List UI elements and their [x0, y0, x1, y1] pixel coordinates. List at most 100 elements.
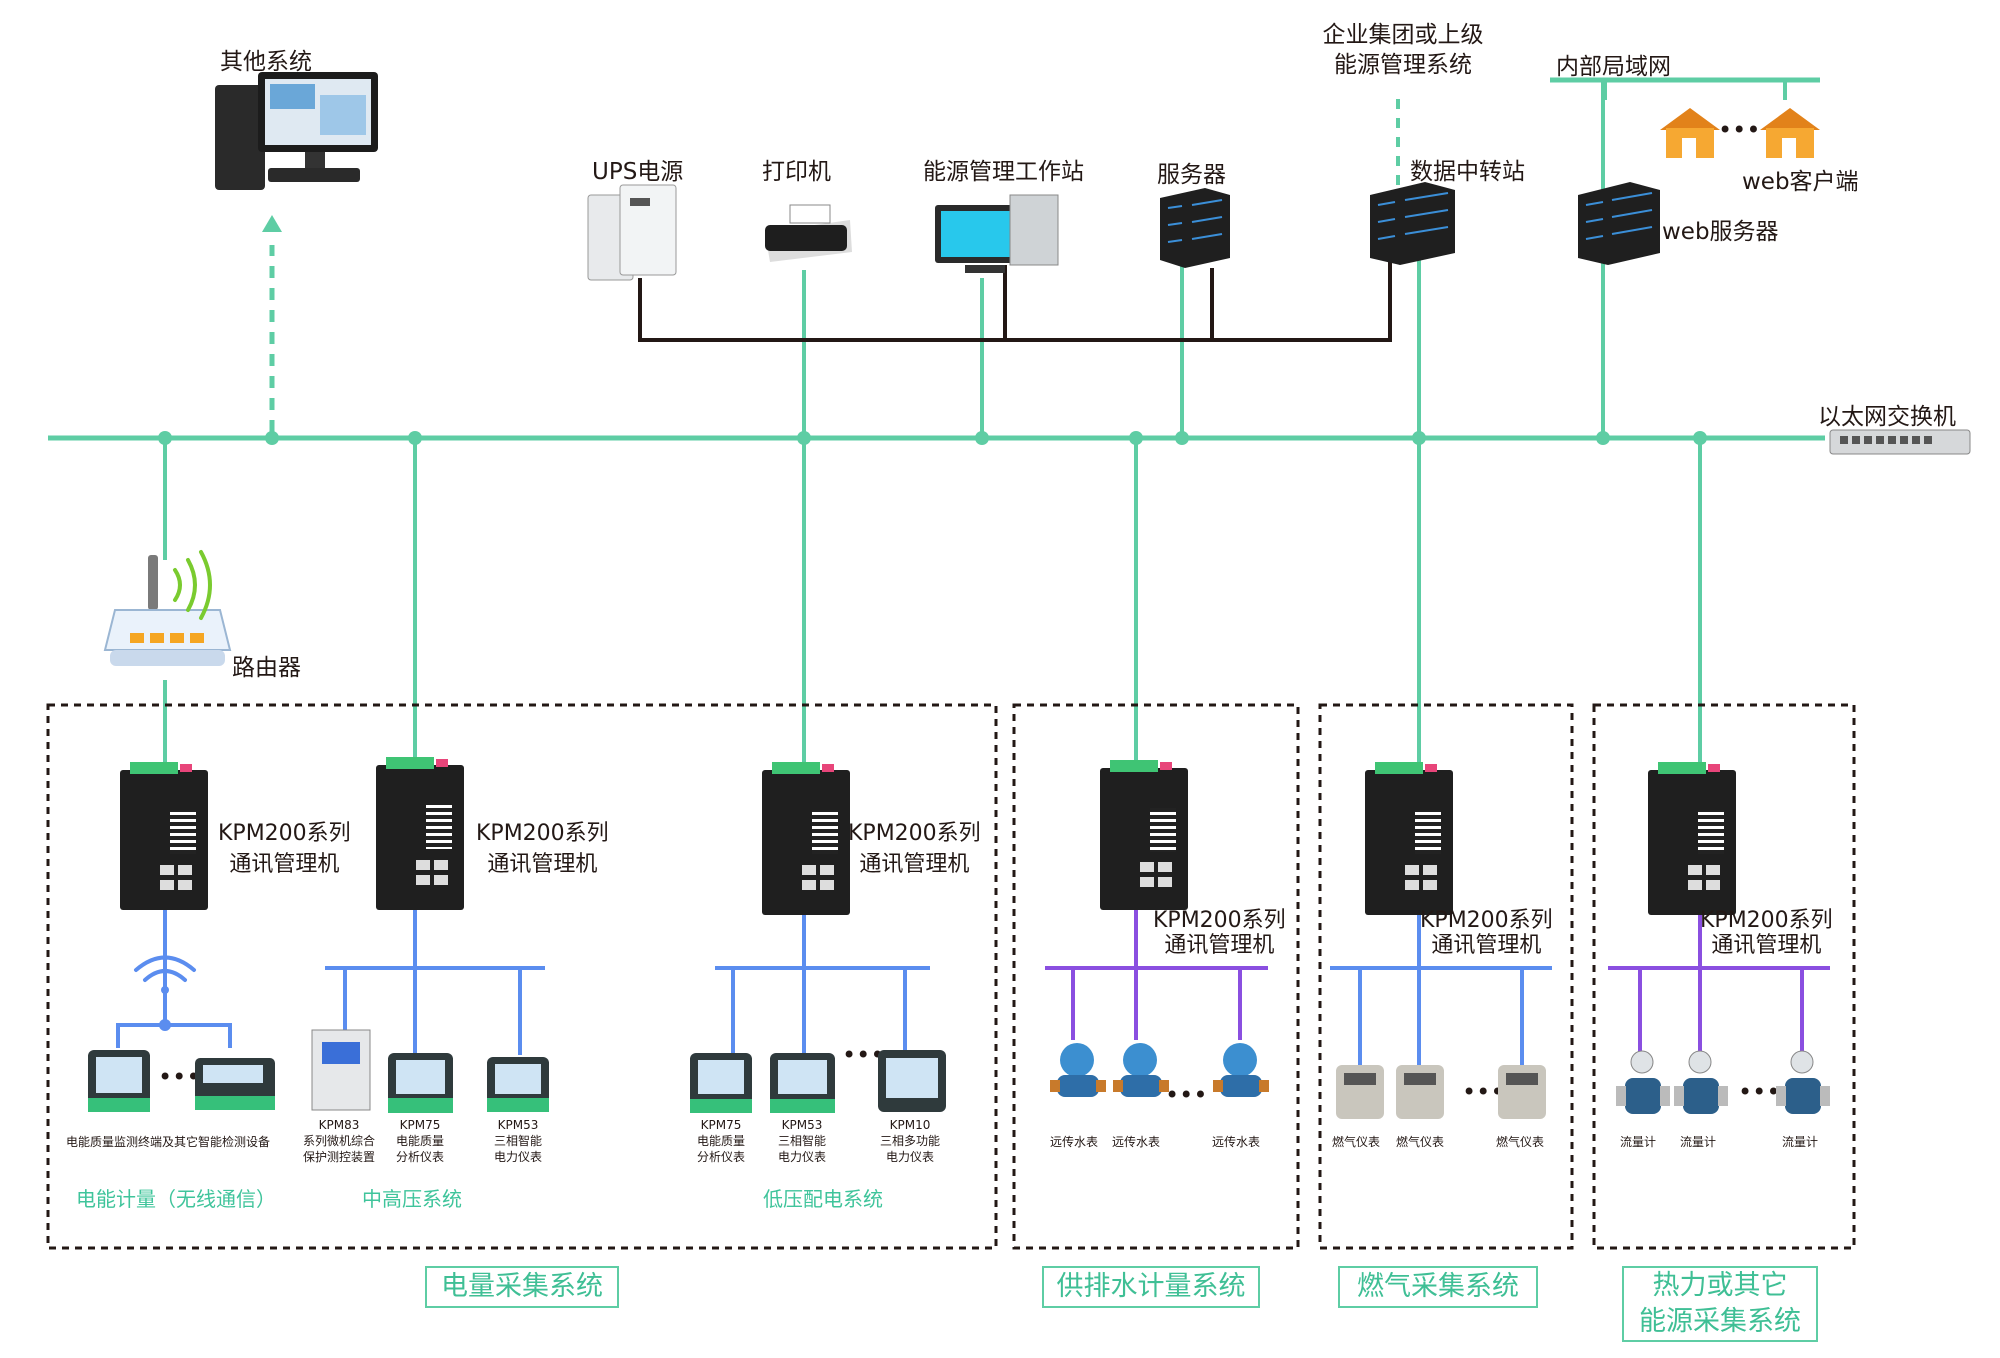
kpm-label: KPM200系列 通讯管理机	[1700, 908, 1833, 958]
kpm75-label-l2: 电能质量	[395, 1134, 444, 1148]
water-subsystem-box	[1012, 703, 1300, 1250]
gas-meter-label: 燃气仪表	[1496, 1135, 1545, 1149]
kpm75-label-l3: 分析仪表	[696, 1150, 745, 1164]
workstation-label: 能源管理工作站	[923, 159, 1084, 185]
server-label: 服务器	[1157, 162, 1226, 188]
gas-meter-icon	[1336, 1065, 1384, 1119]
protection-device-icon	[311, 1029, 371, 1111]
kpm200-unit	[120, 762, 208, 910]
ups-icon	[587, 184, 677, 281]
enterprise-label-line2: 能源管理系统	[1334, 52, 1472, 78]
other-system-label: 其他系统	[220, 49, 312, 75]
kpm75-label: KPM75 电能质量 分析仪表	[686, 1117, 756, 1165]
kpm53-label-l3: 电力仪表	[493, 1150, 542, 1164]
kpm-label: KPM200系列 通讯管理机	[218, 818, 351, 880]
kpm-label: KPM200系列 通讯管理机	[1420, 908, 1553, 958]
electric-system-box: 电量采集系统	[425, 1266, 619, 1308]
water-meter-label: 远传水表	[1212, 1135, 1261, 1149]
kpm53-label-l3: 电力仪表	[777, 1150, 826, 1164]
water-meter-icon	[1050, 1043, 1106, 1097]
heat-system-box-line1: 热力或其它	[1652, 1270, 1788, 1301]
water-meter-icon	[1113, 1043, 1169, 1097]
kpm10-label: KPM10 三相多功能 电力仪表	[870, 1117, 950, 1165]
kpm-label-line1: KPM200系列	[848, 821, 981, 846]
svg-text:•••: •••	[1738, 1078, 1780, 1106]
server-link	[638, 258, 1392, 342]
enterprise-label: 企业集团或上级 能源管理系统	[1318, 20, 1488, 80]
flowmeter-icon	[1616, 1050, 1670, 1114]
kpm200-unit	[1100, 760, 1188, 910]
kpm75-label: KPM75 电能质量 分析仪表	[385, 1117, 455, 1165]
kpm83-label-l1: KPM83	[318, 1118, 360, 1132]
kpm-label-line2: 通讯管理机	[1711, 933, 1822, 958]
kpm75-label-l2: 电能质量	[696, 1134, 745, 1148]
kpm200-unit	[762, 762, 850, 915]
kpm-label-line2: 通讯管理机	[487, 852, 598, 877]
ethernet-switch-label: 以太网交换机	[1818, 404, 1956, 430]
workstation-icon	[935, 194, 1059, 273]
kpm-label-line1: KPM200系列	[1420, 908, 1553, 933]
server-icon	[1160, 188, 1230, 268]
ups-label: UPS电源	[592, 159, 684, 185]
kpm10-label-l3: 电力仪表	[885, 1150, 934, 1164]
gas-meter-label: 燃气仪表	[1396, 1135, 1445, 1149]
water-meter-label: 远传水表	[1050, 1135, 1099, 1149]
kpm-label-line2: 通讯管理机	[229, 852, 340, 877]
router-label: 路由器	[232, 655, 301, 681]
svg-text:•••: •••	[1462, 1078, 1504, 1106]
heat-subsystem-box	[1592, 703, 1856, 1250]
kpm83-label-l3: 保护测控装置	[302, 1150, 375, 1164]
gas-meter-label: 燃气仪表	[1332, 1135, 1381, 1149]
svg-text:•••: •••	[158, 1063, 200, 1091]
water-meter-label: 远传水表	[1112, 1135, 1161, 1149]
power-meter-icon	[487, 1057, 549, 1112]
web-server-icon	[1578, 182, 1660, 265]
kpm200-unit	[1648, 762, 1736, 915]
flowmeter-label: 流量计	[1782, 1135, 1819, 1149]
kpm75-label-l3: 分析仪表	[395, 1150, 444, 1164]
kpm53-label: KPM53 三相智能 电力仪表	[483, 1117, 553, 1165]
ethernet-switch-icon	[1829, 429, 1971, 455]
data-relay-label: 数据中转站	[1410, 159, 1525, 185]
kpm53-label-l1: KPM53	[497, 1118, 539, 1132]
kpm-label-line1: KPM200系列	[476, 821, 609, 846]
water-meter-icon	[1213, 1043, 1269, 1097]
power-meter-icon	[878, 1050, 946, 1112]
power-meter-icon	[770, 1053, 835, 1113]
kpm-label: KPM200系列 通讯管理机	[848, 818, 981, 880]
kpm-label-line2: 通讯管理机	[859, 852, 970, 877]
gas-subsystem-box	[1318, 703, 1574, 1250]
power-meter-icon	[690, 1053, 752, 1113]
kpm53-label-l2: 三相智能	[777, 1134, 826, 1148]
kpm-label-line1: KPM200系列	[1153, 908, 1286, 933]
kpm10-label-l2: 三相多功能	[879, 1134, 940, 1148]
power-meter-icon	[88, 1050, 150, 1112]
kpm200-unit	[1365, 762, 1453, 915]
enterprise-label-line1: 企业集团或上级	[1322, 22, 1484, 48]
kpm53-label: KPM53 三相智能 电力仪表	[767, 1117, 837, 1165]
printer-label: 打印机	[762, 159, 831, 185]
gas-meter-icon	[1396, 1065, 1444, 1119]
kpm200-unit	[376, 757, 464, 910]
flowmeter-icon	[1674, 1050, 1728, 1114]
kpm10-label-l1: KPM10	[889, 1118, 931, 1132]
svg-text:•••: •••	[1165, 1081, 1207, 1109]
intranet-label: 内部局域网	[1556, 54, 1671, 80]
gas-meter-icon	[1498, 1065, 1546, 1119]
heat-system-box: 热力或其它 能源采集系统	[1622, 1266, 1818, 1342]
kpm-label-line2: 通讯管理机	[1164, 933, 1275, 958]
flowmeter-icon	[1776, 1050, 1830, 1114]
router-icon	[103, 550, 232, 666]
mid-high-subsystem-label: 中高压系统	[362, 1187, 462, 1211]
kpm-label-line1: KPM200系列	[1700, 908, 1833, 933]
wireless-device-label: 电能质量监测终端及其它智能检测设备	[66, 1135, 271, 1149]
kpm-label-line2: 通讯管理机	[1431, 933, 1542, 958]
gas-system-box: 燃气采集系统	[1338, 1266, 1538, 1308]
svg-text:•••: •••	[842, 1041, 884, 1069]
house-icon	[1760, 108, 1820, 158]
low-voltage-subsystem-label: 低压配电系统	[763, 1187, 883, 1211]
kpm-label: KPM200系列 通讯管理机	[476, 818, 609, 880]
svg-text:•••: •••	[1718, 116, 1760, 144]
power-meter-icon	[388, 1053, 453, 1113]
kpm75-label-l1: KPM75	[700, 1118, 742, 1132]
